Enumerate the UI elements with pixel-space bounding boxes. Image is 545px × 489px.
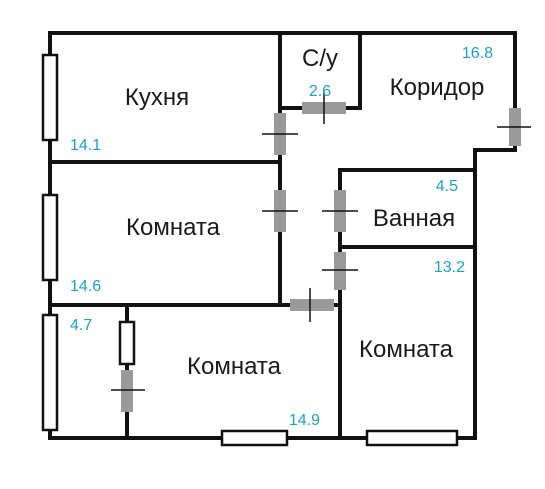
door-room-a	[262, 190, 298, 232]
wc-label: С/у	[302, 45, 338, 72]
window-room-a	[41, 193, 59, 282]
bath-area: 4.5	[436, 178, 458, 195]
room-b-area: 13.2	[434, 259, 465, 276]
window-room-c-bottom	[220, 429, 289, 447]
kitchen-label: Кухня	[125, 84, 189, 111]
windows	[41, 53, 459, 447]
room-areas: 14.1 2.6 16.8 14.6 4.5 13.2 14.9 4.7	[70, 45, 493, 429]
corridor-area: 16.8	[462, 45, 493, 62]
door-closet	[111, 370, 145, 412]
closet-area: 4.7	[70, 317, 92, 334]
window-kitchen	[41, 53, 59, 142]
door-room-b	[322, 252, 358, 290]
room-c-label: Комната	[187, 353, 282, 380]
door-room-c	[290, 288, 334, 322]
room-c-area: 14.9	[289, 412, 320, 429]
window-room-c-left	[41, 313, 59, 432]
door-corridor	[497, 108, 531, 146]
kitchen-area: 14.1	[70, 137, 101, 154]
room-a-area: 14.6	[70, 278, 101, 295]
door-bath	[322, 190, 358, 232]
door-kitchen	[262, 113, 298, 155]
bath-label: Ванная	[373, 205, 455, 232]
corridor-label: Коридор	[390, 74, 485, 101]
room-b-label: Комната	[359, 336, 454, 363]
door-wc	[302, 92, 346, 124]
outer-wall	[48, 31, 517, 440]
room-labels: Кухня С/у Коридор Комната Ванная Комната…	[125, 45, 485, 380]
doors	[111, 92, 531, 412]
window-room-b-bottom	[365, 429, 459, 447]
room-a-label: Комната	[126, 214, 221, 241]
wc-area: 2.6	[309, 83, 331, 100]
window-closet	[118, 320, 136, 366]
